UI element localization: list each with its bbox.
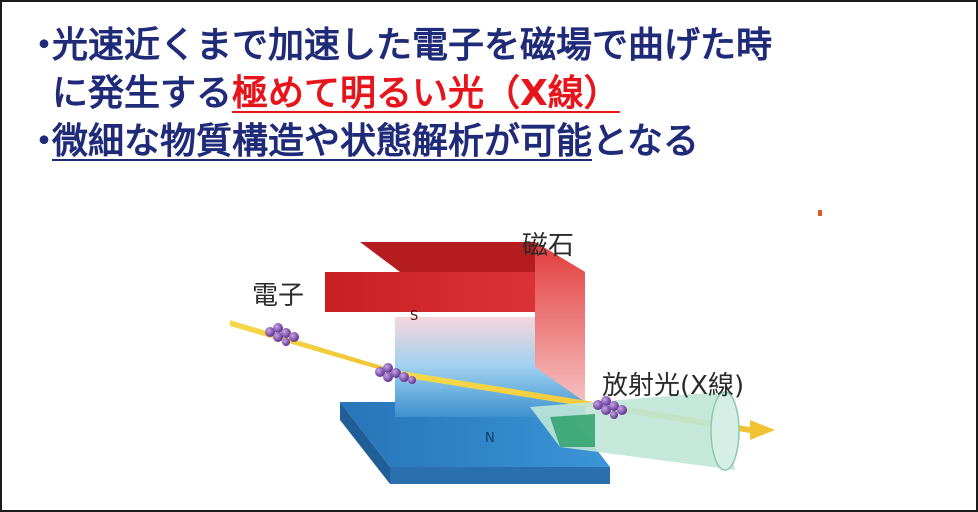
- pole-label-bottom: N: [485, 431, 495, 446]
- bullet-1-text-continued: に発生する: [52, 73, 233, 114]
- electron-bunch-middle: [375, 363, 416, 384]
- bullet-marker: ・: [26, 25, 63, 66]
- synchrotron-diagram: N S: [230, 210, 822, 484]
- pole-label-top: S: [410, 309, 418, 324]
- bullet-marker: ・: [26, 121, 63, 162]
- label-magnet: 磁石: [522, 231, 574, 261]
- bullet-1-line-2: に発生する極めて明るい光（X線）: [52, 70, 952, 118]
- bullet-2-text: となる: [592, 121, 699, 162]
- bullet-1-text: 光速近くまで加速した電子を磁場で曲げた時: [52, 25, 773, 66]
- bullet-list: ・ 光速近くまで加速した電子を磁場で曲げた時 に発生する極めて明るい光（X線） …: [26, 22, 952, 166]
- electron-bunch-incoming: [265, 323, 299, 346]
- bullet-2-line: ・ 微細な物質構造や状態解析が可能となる: [26, 118, 952, 166]
- label-electron: 電子: [252, 281, 304, 311]
- bullet-1-highlight: 極めて明るい光（X線）: [232, 73, 620, 114]
- bullet-1-line-1: ・ 光速近くまで加速した電子を磁場で曲げた時: [26, 22, 952, 70]
- magnet-top: S: [325, 242, 585, 402]
- label-radiation: 放射光(X線): [602, 371, 744, 401]
- decorative-mark: [818, 210, 822, 216]
- radiation-cone: [530, 391, 740, 471]
- bullet-2-underlined-text: 微細な物質構造や状態解析が可能: [52, 121, 593, 162]
- electron-bunch-outgoing: [593, 396, 627, 419]
